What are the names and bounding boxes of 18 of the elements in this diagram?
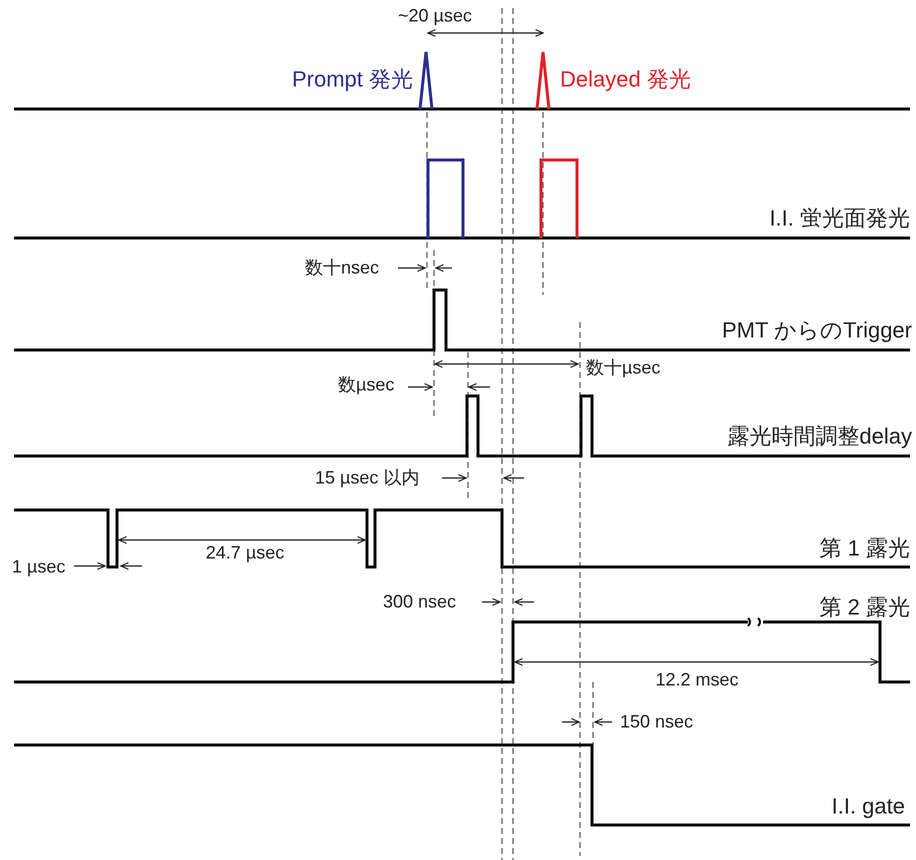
signal-label: ~20 µsec [398, 6, 472, 26]
signal-label: I.I. gate [832, 793, 905, 819]
signal-label: 第 2 露光 [820, 594, 910, 620]
signal-label: 数十µsec [586, 358, 660, 378]
signal-label: 24.7 µsec [206, 542, 284, 564]
signal-label: I.I. 蛍光面発光 [769, 205, 910, 231]
signal-label: 数十nsec [305, 258, 380, 278]
signal-label: Prompt 発光 [292, 66, 413, 92]
signal-label: 150 nsec [620, 712, 694, 732]
signal-label: 露光時間調整delay [727, 423, 912, 449]
signal-label: 1 µsec [12, 556, 66, 578]
signal-label: 数µsec [338, 374, 394, 396]
signal-label: 15 µsec 以内 [315, 468, 420, 488]
signal-label: 300 nsec [383, 592, 456, 612]
signal-label: Delayed 発光 [560, 66, 691, 92]
signal-label: 12.2 msec [655, 670, 739, 690]
signal-label: PMT からのTrigger [722, 317, 912, 343]
signal-label: 第 1 露光 [820, 535, 910, 561]
